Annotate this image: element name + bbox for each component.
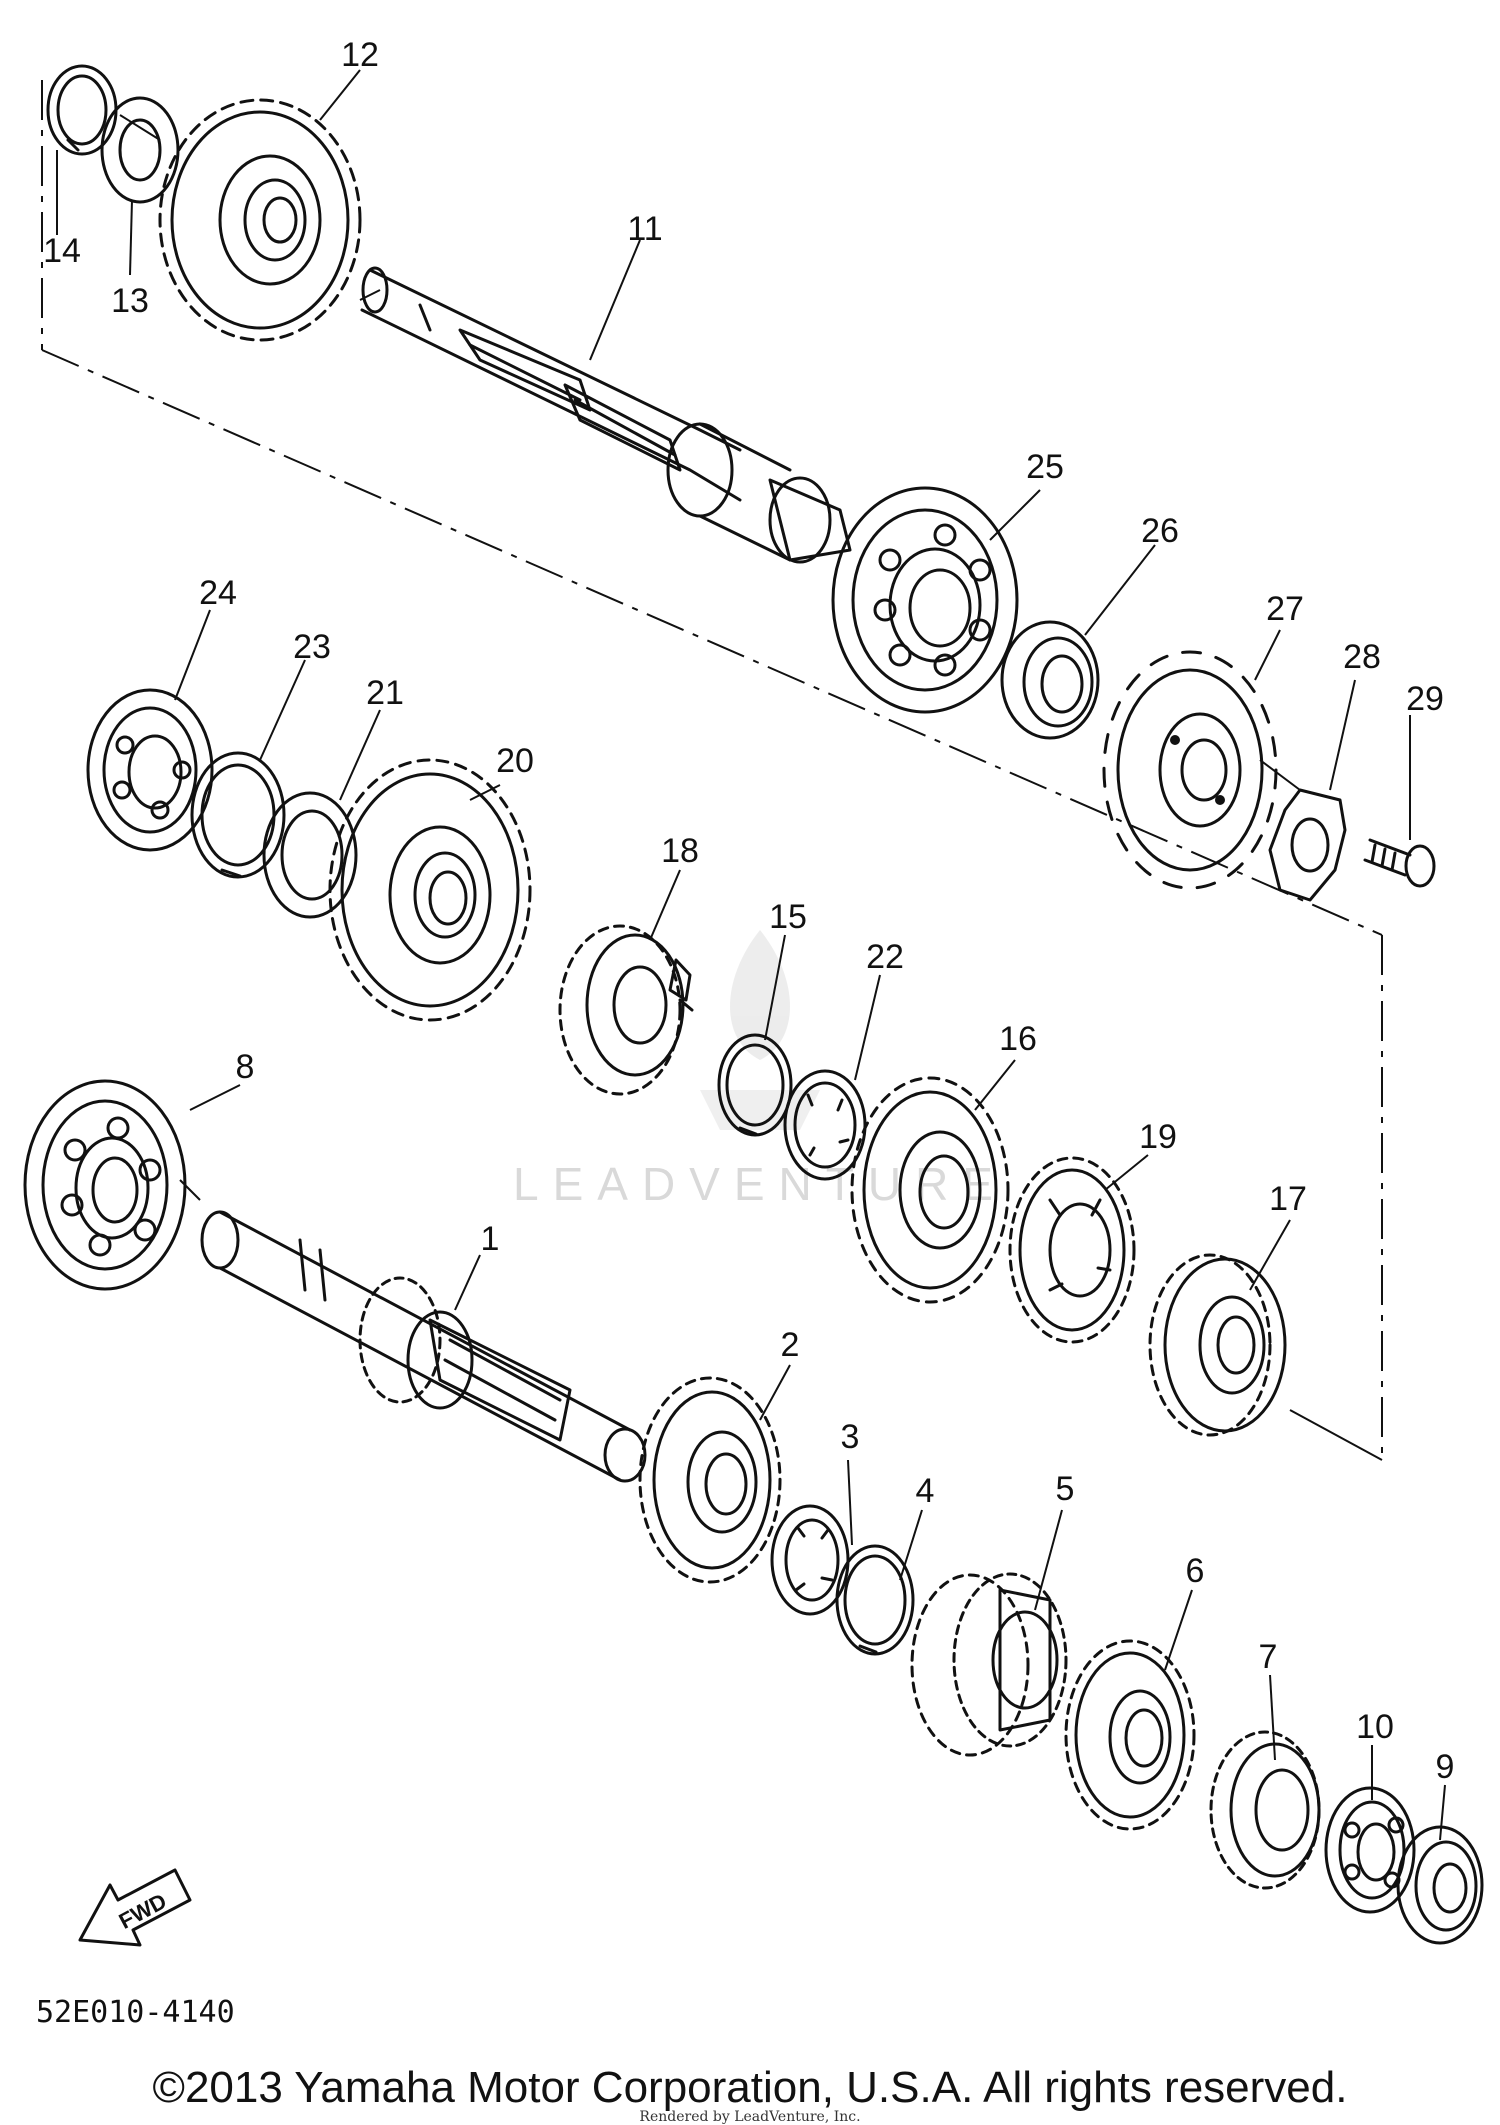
- part-8-bearing: [23, 1079, 187, 1291]
- part-28-lock-washer: [1268, 788, 1347, 902]
- callout-21: 21: [366, 674, 404, 712]
- part-11-main-axle: [360, 266, 852, 564]
- callout-13: 13: [111, 282, 149, 320]
- callout-14: 14: [43, 232, 81, 270]
- part-12-gear: [158, 98, 362, 342]
- callout-15: 15: [769, 898, 807, 936]
- part-15-circlip: [717, 1033, 793, 1137]
- callout-26: 26: [1141, 512, 1179, 550]
- callout-27: 27: [1266, 590, 1304, 628]
- part-29-bolt: [1363, 838, 1436, 888]
- callout-5: 5: [1056, 1470, 1075, 1508]
- part-26-oil-seal: [1000, 620, 1100, 740]
- axis-guides: [119, 114, 1301, 1201]
- callout-25: 25: [1026, 448, 1064, 486]
- callout-23: 23: [293, 628, 331, 666]
- callout-labels: 12 14 13 11 25 26 27 28 29 24 23 21 20 1…: [43, 36, 1454, 1786]
- callout-1: 1: [481, 1220, 500, 1258]
- part-13-washer: [100, 96, 180, 204]
- part-20-gear: [328, 758, 532, 1022]
- callout-29: 29: [1406, 680, 1444, 718]
- callout-24: 24: [199, 574, 237, 612]
- part-1-main-shaft: [200, 1210, 647, 1483]
- part-16-gear: [850, 1076, 1010, 1304]
- callout-28: 28: [1343, 638, 1381, 676]
- part-9-oil-seal: [1396, 1825, 1484, 1945]
- callout-7: 7: [1259, 1638, 1278, 1676]
- watermark-text: LEADVENTURE: [513, 1158, 1007, 1210]
- watermark: LEADVENTURE: [513, 930, 1007, 1210]
- part-17-gear: [1148, 1253, 1287, 1437]
- part-21-washer: [262, 791, 358, 919]
- callout-10: 10: [1356, 1708, 1394, 1746]
- callout-6: 6: [1186, 1552, 1205, 1590]
- fwd-label: FWD: [115, 1888, 171, 1934]
- part-18-gear: [558, 924, 694, 1096]
- callout-3: 3: [841, 1418, 860, 1456]
- part-25-bearing: [831, 486, 1019, 714]
- callout-9: 9: [1436, 1748, 1455, 1786]
- part-4-circlip: [835, 1544, 915, 1656]
- part-2-gear: [638, 1376, 782, 1584]
- forward-arrow-icon: FWD: [78, 1868, 192, 1947]
- part-27-sprocket: [1102, 650, 1278, 890]
- callout-12: 12: [341, 36, 379, 74]
- leader-lines: [56, 69, 1446, 1841]
- part-code: 52E010-4140: [36, 1995, 235, 2030]
- part-19-gear: [1008, 1156, 1136, 1344]
- callout-17: 17: [1269, 1180, 1307, 1218]
- part-10-bearing: [1324, 1786, 1416, 1914]
- callout-20: 20: [496, 742, 534, 780]
- callout-4: 4: [916, 1472, 935, 1510]
- assembly-boundary-lines: [41, 80, 1383, 1461]
- part-7-gear: [1209, 1730, 1321, 1890]
- callout-18: 18: [661, 832, 699, 870]
- callout-2: 2: [781, 1326, 800, 1364]
- part-14-circlip: [46, 64, 118, 156]
- part-23-circlip: [190, 751, 286, 879]
- callout-16: 16: [999, 1020, 1037, 1058]
- copyright-notice: ©2013 Yamaha Motor Corporation, U.S.A. A…: [153, 2063, 1348, 2112]
- part-5-gear: [910, 1572, 1068, 1757]
- callout-22: 22: [866, 938, 904, 976]
- part-6-gear: [1064, 1639, 1196, 1831]
- part-24-bearing: [86, 688, 214, 852]
- rendered-by-notice: Rendered by LeadVenture, Inc.: [639, 2109, 860, 2125]
- callout-11: 11: [627, 210, 662, 248]
- callout-19: 19: [1139, 1118, 1177, 1156]
- callout-8: 8: [236, 1048, 255, 1086]
